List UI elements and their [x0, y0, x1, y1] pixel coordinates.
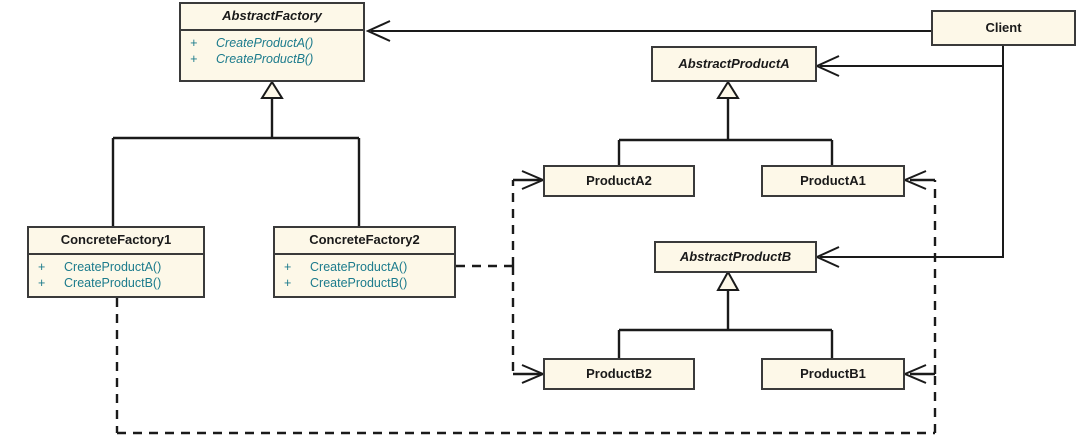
member-row: + CreateProductA() — [281, 259, 448, 276]
class-concrete-factory1[interactable]: ConcreteFactory1 + CreateProductA() + Cr… — [27, 226, 205, 298]
member-row: + CreateProductB() — [281, 275, 448, 292]
class-abstract-product-b[interactable]: AbstractProductB — [654, 241, 817, 273]
dependency-concretefactory2-to-products — [456, 170, 546, 384]
visibility-marker: + — [284, 276, 292, 291]
member-row: + CreateProductA() — [35, 259, 197, 276]
member-row: + CreateProductA() — [187, 35, 357, 52]
class-name-abstract-factory: AbstractFactory — [222, 8, 322, 23]
class-name-wrapper-client: Client — [933, 12, 1074, 44]
class-product-b1[interactable]: ProductB1 — [761, 358, 905, 390]
member-signature: CreateProductA() — [216, 35, 314, 50]
member-signature: CreateProductA() — [310, 259, 408, 274]
visibility-marker: + — [38, 259, 46, 274]
class-product-a2[interactable]: ProductA2 — [543, 165, 695, 197]
member-row: + CreateProductB() — [35, 275, 197, 292]
member-signature: CreateProductA() — [64, 259, 162, 274]
member-signature: CreateProductB() — [216, 52, 314, 67]
class-product-b2[interactable]: ProductB2 — [543, 358, 695, 390]
visibility-marker: + — [38, 276, 46, 291]
class-name-concrete-factory1: ConcreteFactory1 — [60, 232, 172, 247]
class-name-product-a1: ProductA1 — [800, 172, 866, 188]
class-product-a1[interactable]: ProductA1 — [761, 165, 905, 197]
class-name-product-a2: ProductA2 — [586, 172, 652, 188]
class-name-wrapper-product-a2: ProductA2 — [545, 167, 693, 195]
members-concrete-factory1: + CreateProductA() + CreateProductB() — [29, 255, 203, 297]
members-concrete-factory2: + CreateProductA() + CreateProductB() — [275, 255, 454, 297]
member-signature: CreateProductB() — [310, 276, 408, 291]
class-name-product-b1: ProductB1 — [800, 365, 866, 381]
compartment-divider — [275, 252, 454, 255]
class-name-wrapper-abstract-product-b: AbstractProductB — [656, 243, 815, 271]
class-name-abstract-product-a: AbstractProductA — [678, 55, 790, 71]
visibility-marker: + — [190, 35, 198, 50]
class-name-wrapper-product-b1: ProductB1 — [763, 360, 903, 388]
class-name-wrapper-product-b2: ProductB2 — [545, 360, 693, 388]
class-name-wrapper-product-a1: ProductA1 — [763, 167, 903, 195]
compartment-divider — [29, 252, 203, 255]
association-client-to-abstractfactory — [365, 20, 931, 42]
class-name-abstract-product-b: AbstractProductB — [679, 248, 792, 264]
generalization-productbs-to-abstractproductb — [617, 269, 834, 358]
association-client-to-abstractproductb — [814, 66, 1004, 268]
visibility-marker: + — [284, 259, 292, 274]
class-name-product-b2: ProductB2 — [586, 365, 652, 381]
generalization-concretefactories-to-abstractfactory — [111, 80, 361, 226]
dependency-concretefactory1-to-products — [115, 170, 937, 435]
class-client[interactable]: Client — [931, 10, 1076, 46]
compartment-divider — [181, 28, 363, 31]
visibility-marker: + — [190, 52, 198, 67]
members-abstract-factory: + CreateProductA() + CreateProductB() — [181, 31, 363, 73]
member-row: + CreateProductB() — [187, 51, 357, 68]
generalization-productas-to-abstractproducta — [617, 80, 834, 168]
class-name-wrapper-abstract-product-a: AbstractProductA — [653, 48, 815, 80]
member-signature: CreateProductB() — [64, 276, 162, 291]
class-concrete-factory2[interactable]: ConcreteFactory2 + CreateProductA() + Cr… — [273, 226, 456, 298]
class-name-concrete-factory2: ConcreteFactory2 — [309, 232, 420, 247]
class-abstract-product-a[interactable]: AbstractProductA — [651, 46, 817, 82]
class-name-client: Client — [985, 19, 1022, 35]
class-abstract-factory[interactable]: AbstractFactory + CreateProductA() + Cre… — [179, 2, 365, 82]
